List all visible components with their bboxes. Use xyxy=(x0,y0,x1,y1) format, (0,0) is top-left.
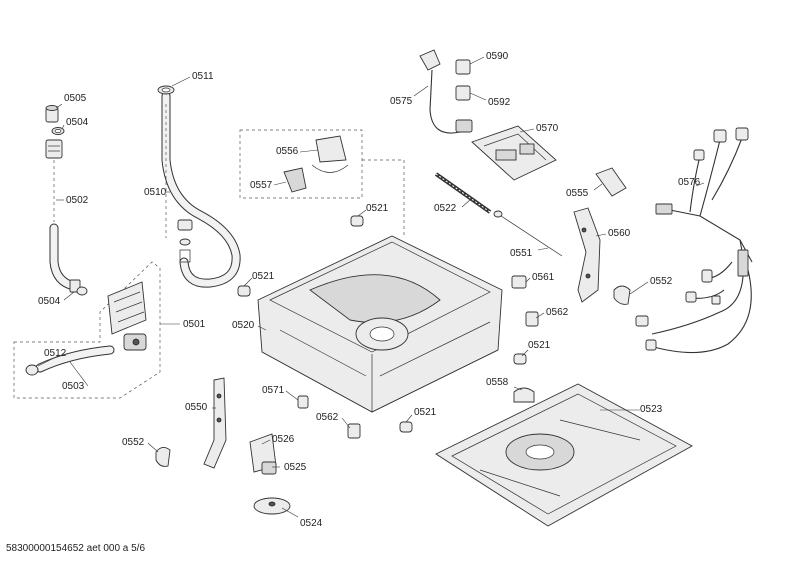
part-0550-bracket xyxy=(203,377,227,469)
label-0502: 0502 xyxy=(66,195,89,206)
label-0550: 0550 xyxy=(185,402,208,413)
part-0592-filter xyxy=(455,85,471,101)
part-0570-control-module xyxy=(471,125,557,181)
label-0562-left: 0562 xyxy=(316,412,339,423)
label-0521-b: 0521 xyxy=(252,271,275,282)
part-0556-0557-group xyxy=(239,129,405,236)
label-0525: 0525 xyxy=(284,462,307,473)
label-0571: 0571 xyxy=(262,385,285,396)
part-0523-base-plate xyxy=(435,383,693,527)
part-0520-base xyxy=(257,235,503,413)
part-0552-clip-left xyxy=(155,447,171,467)
label-0575: 0575 xyxy=(390,96,413,107)
label-0551: 0551 xyxy=(510,248,533,259)
footer-document-id: 58300000154652 aet 000 a 5/6 xyxy=(6,543,146,554)
leader-lines xyxy=(37,56,705,518)
part-0575-power-cable xyxy=(419,49,473,134)
label-0560: 0560 xyxy=(608,228,631,239)
label-0557: 0557 xyxy=(250,180,273,191)
part-0562-clip-right xyxy=(525,311,539,327)
part-0524-float xyxy=(253,497,291,515)
part-0552-clip-right xyxy=(613,285,631,305)
label-0561: 0561 xyxy=(532,272,555,283)
part-0551-sensor-rod xyxy=(493,210,563,257)
label-0511: 0511 xyxy=(192,71,214,82)
label-0522: 0522 xyxy=(434,203,457,214)
label-0521-c: 0521 xyxy=(528,340,551,351)
label-0521-a: 0521 xyxy=(366,203,389,214)
label-0510: 0510 xyxy=(144,187,167,198)
label-0512: 0512 xyxy=(44,348,67,359)
part-0555-bracket xyxy=(595,167,627,197)
label-0556: 0556 xyxy=(276,146,299,157)
label-0521-d: 0521 xyxy=(414,407,437,418)
label-0592: 0592 xyxy=(488,97,511,108)
part-0525-holder xyxy=(261,461,277,475)
label-0504-top: 0504 xyxy=(66,117,89,128)
part-0512-clamp xyxy=(25,364,39,376)
part-0503-hose xyxy=(35,345,115,373)
label-0590: 0590 xyxy=(486,51,509,62)
label-0520: 0520 xyxy=(232,320,255,331)
part-0505-nut xyxy=(45,105,59,123)
part-0560-bracket xyxy=(573,207,601,303)
label-0501: 0501 xyxy=(183,319,206,330)
label-0503: 0503 xyxy=(62,381,85,392)
part-0590-plug xyxy=(455,59,471,75)
label-0504-bottom: 0504 xyxy=(38,296,61,307)
part-0504-washer-bottom xyxy=(76,286,88,296)
part-0511-hose-clamp xyxy=(157,85,175,95)
label-0552-right: 0552 xyxy=(650,276,673,287)
label-0523: 0523 xyxy=(640,404,663,415)
part-0576-wiring-harness xyxy=(635,127,753,354)
label-0558: 0558 xyxy=(486,377,509,388)
part-0558-foot xyxy=(513,387,535,403)
label-0552-left: 0552 xyxy=(122,437,145,448)
part-0562-clip-left xyxy=(347,423,361,439)
part-0561-clip xyxy=(511,275,527,289)
part-0502-inlet-hose xyxy=(45,139,81,293)
part-0571-clip xyxy=(297,395,309,409)
label-0562-right: 0562 xyxy=(546,307,569,318)
part-0501-group xyxy=(13,261,161,399)
part-0504-washer-top xyxy=(51,127,65,135)
part-0521-foot-d xyxy=(399,421,413,433)
part-0521-foot-c xyxy=(513,353,527,365)
part-0510-drain-hose xyxy=(161,91,241,288)
label-0524: 0524 xyxy=(300,518,323,529)
label-0576: 0576 xyxy=(678,177,701,188)
part-0522-spring-bar xyxy=(434,172,492,214)
label-0526: 0526 xyxy=(272,434,295,445)
part-0521-foot-b xyxy=(237,285,251,297)
label-0570: 0570 xyxy=(536,123,559,134)
label-0505: 0505 xyxy=(64,93,87,104)
label-0555: 0555 xyxy=(566,188,589,199)
part-0521-foot-a xyxy=(350,215,364,227)
